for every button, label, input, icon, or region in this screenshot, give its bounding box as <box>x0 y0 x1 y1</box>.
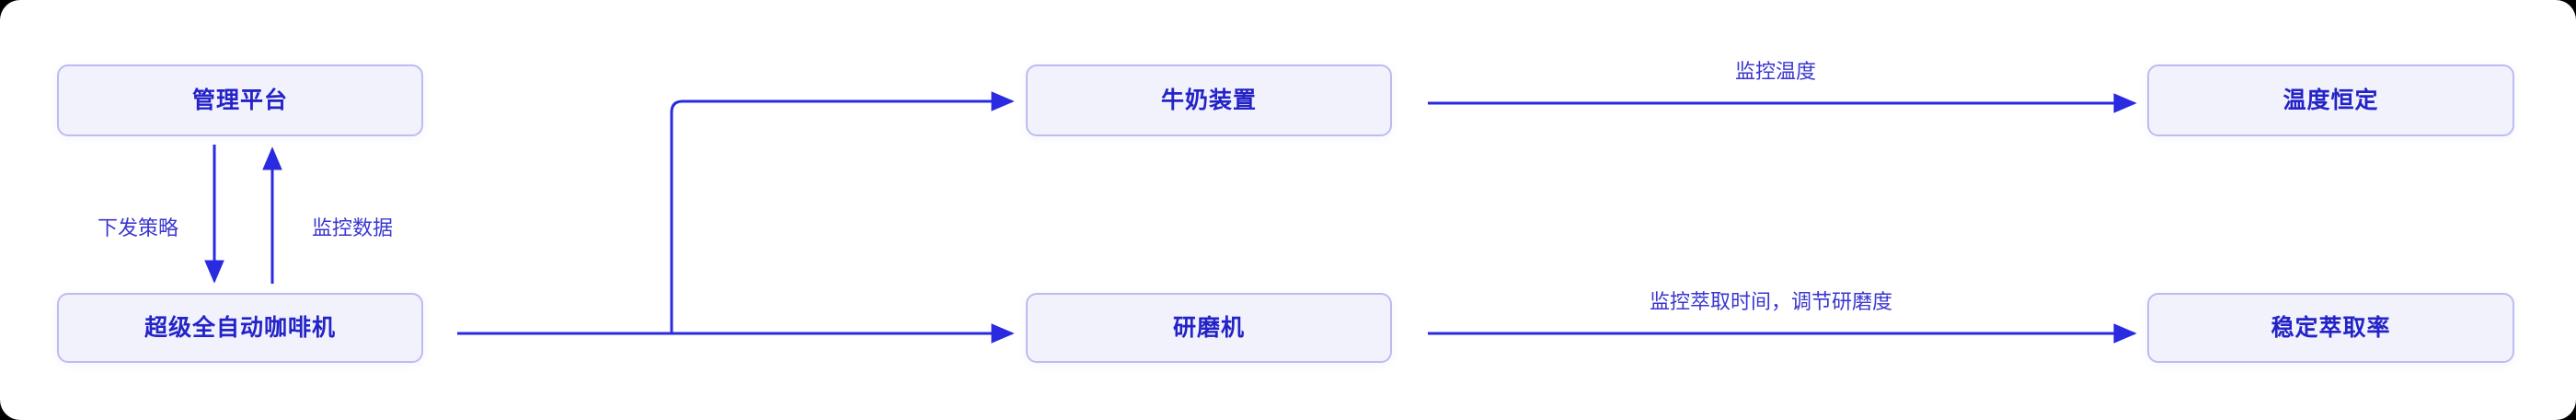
node-label: 牛奶装置 <box>1160 87 1257 113</box>
node-label: 管理平台 <box>191 87 288 113</box>
node-stable-extraction[interactable]: 稳定萃取率 <box>2147 293 2514 363</box>
node-stable-temperature[interactable]: 温度恒定 <box>2147 64 2514 136</box>
node-coffee-machine[interactable]: 超级全自动咖啡机 <box>57 293 423 363</box>
node-management-platform[interactable]: 管理平台 <box>57 64 423 136</box>
edge-label-monitor-data: 监控数据 <box>311 216 394 239</box>
edge-label-monitor-extraction: 监控萃取时间，调节研磨度 <box>1649 290 1893 313</box>
node-grinder[interactable]: 研磨机 <box>1026 293 1392 363</box>
node-label: 温度恒定 <box>2283 87 2379 113</box>
node-label: 超级全自动咖啡机 <box>144 314 336 341</box>
node-label: 研磨机 <box>1172 314 1245 341</box>
edge-label-dispatch-policy: 下发策略 <box>97 216 179 239</box>
edge-machine-to-milk <box>457 91 1015 335</box>
node-label: 稳定萃取率 <box>2271 314 2391 341</box>
node-milk-device[interactable]: 牛奶装置 <box>1026 64 1392 136</box>
edge-label-monitor-temperature: 监控温度 <box>1734 60 1817 83</box>
